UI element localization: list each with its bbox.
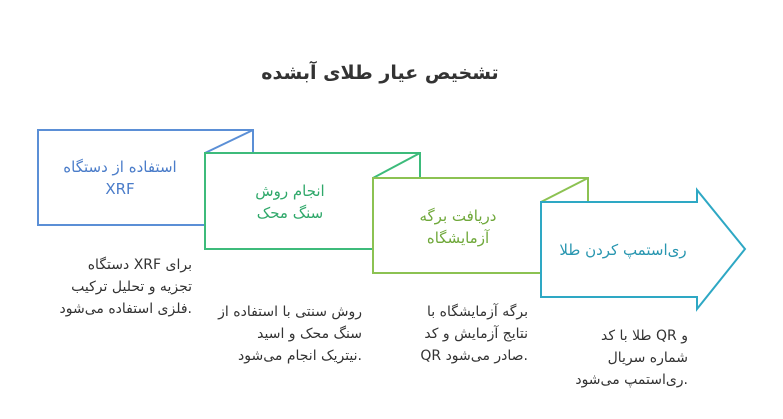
step-4-arrow-shape xyxy=(540,187,747,312)
step-1-fold xyxy=(204,129,254,154)
diagram-title: تشخیص عیار طلای آبشده xyxy=(261,62,499,84)
step-3-fold xyxy=(540,177,589,203)
step-1-label: استفاده از دستگاه XRF xyxy=(63,158,177,198)
step-3-label: دریافت برگه آزمایشگاه xyxy=(419,207,497,247)
step-2-label: انجام روش سنگ محک xyxy=(255,182,325,222)
step-4-description: و QR طلا با کد شماره سریال .ری‌استمپ می‌… xyxy=(575,328,688,388)
step-3-description: برگه آزمایشگاه با نتایج آزمایش و کد .صاد… xyxy=(420,304,528,364)
step-2-description: روش سنتی با استفاده از سنگ محک و اسید .ن… xyxy=(218,304,362,364)
step-1-description: برای XRF دستگاه تجزیه و تحلیل ترکیب .فلز… xyxy=(59,257,193,317)
step-4-label: ری‌استمپ کردن طلا xyxy=(559,241,687,259)
step-2-fold xyxy=(372,152,421,179)
